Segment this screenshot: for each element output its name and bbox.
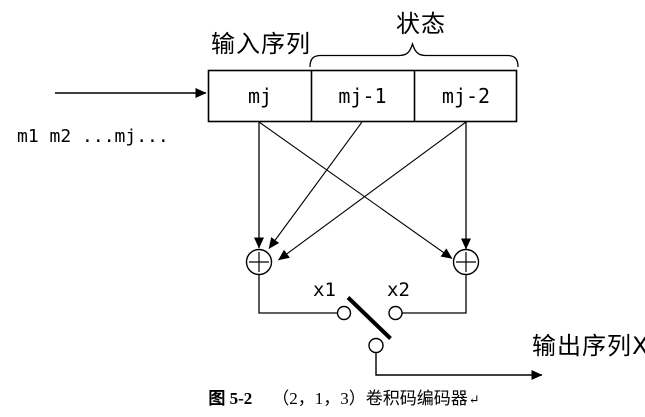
contact-x2-icon <box>388 305 403 321</box>
x2-label: x2 <box>387 279 410 301</box>
adder1-to-contact-wire <box>258 274 337 314</box>
switch-arm <box>346 296 392 340</box>
x1-label: x1 <box>313 279 336 301</box>
figure-number: 图 5-2 <box>208 389 253 408</box>
tap-mj1-to-adder1-arrow <box>268 121 363 249</box>
register-cell-mj1-label: mj-1 <box>338 84 387 108</box>
paragraph-return-mark: ↵ <box>468 392 480 407</box>
adder2-to-contact-wire <box>402 274 467 314</box>
input-sequence-label: 输入序列 <box>211 30 311 58</box>
output-arrow <box>375 352 543 380</box>
register-cell-mj-label: mj <box>247 84 273 108</box>
figure-caption: 图 5-2 （2，1，3）卷积码编码器↵ <box>208 384 479 409</box>
register-cell-mj2-label: mj-2 <box>441 84 491 108</box>
output-sequence-label: 输出序列X <box>532 332 645 360</box>
input-stream-label: m1 m2 ...mj... <box>17 126 169 147</box>
modulo2-adder1-icon <box>245 248 273 276</box>
shift-register-box <box>207 69 518 123</box>
contact-output-icon <box>368 337 384 354</box>
state-label: 状态 <box>396 10 446 38</box>
contact-x1-icon <box>336 305 352 321</box>
modulo2-adder2-icon <box>452 248 480 276</box>
state-brace <box>309 41 519 68</box>
tap-mj-to-adder2-arrow <box>258 121 453 259</box>
tap-mj2-to-adder1-arrow <box>278 121 467 261</box>
figure-title: （2，1，3）卷积码编码器 <box>272 389 468 408</box>
